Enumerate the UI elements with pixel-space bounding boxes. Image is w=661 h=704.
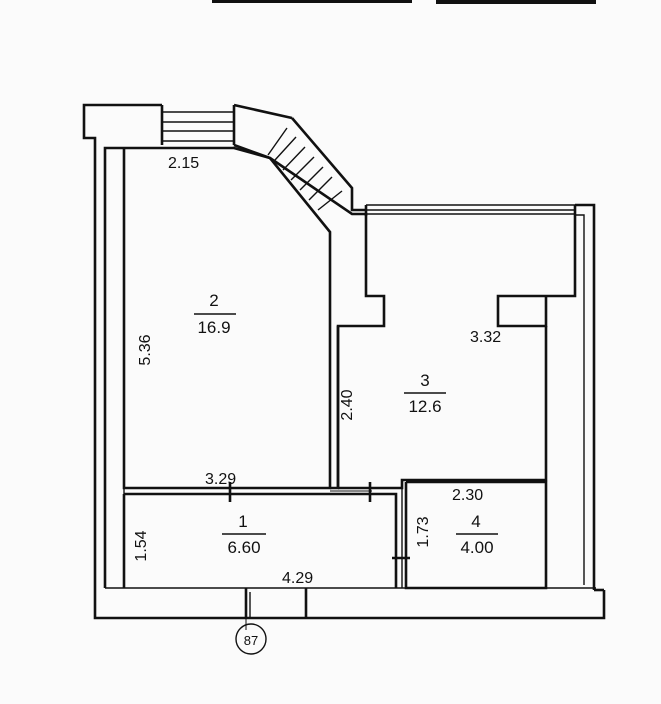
room-4-area: 4.00 [460,538,493,557]
dim-room3-left: 2.40 [339,389,356,420]
room-1-outline [122,488,398,588]
room-1-area: 6.60 [227,538,260,557]
room-3-outline [336,205,577,490]
room-4-number: 4 [471,512,480,531]
room-3-area: 12.6 [408,397,441,416]
window-top-left [160,103,293,145]
dim-room3-top: 3.32 [470,329,501,346]
room-4-label: 4 4.00 [456,512,498,557]
dim-room2-bottom: 3.29 [205,471,236,488]
window-top-right [364,204,575,216]
room-4-outline [401,480,548,590]
room-1-label: 1 6.60 [222,512,266,557]
room-2-label: 2 16.9 [194,291,236,337]
scan-edge-right [436,0,596,4]
room-3-label: 3 12.6 [404,371,446,416]
room-3-number: 3 [420,371,429,390]
outer-walls [82,103,606,620]
dim-room1-bottom: 4.29 [282,570,313,587]
dim-room2-left: 5.36 [137,334,154,365]
room-2-area: 16.9 [197,318,230,337]
building-number-marker: 87 [235,623,267,655]
scan-edge-left [212,0,412,3]
building-number: 87 [244,633,258,648]
dim-room4-left: 1.73 [415,516,432,547]
entrance [244,588,308,630]
window-top-diagonal [233,117,366,212]
room-2-number: 2 [209,291,218,310]
dim-room4-top: 2.30 [452,487,483,504]
door-markers [228,482,410,560]
dim-room1-left: 1.54 [133,530,150,561]
room-1-number: 1 [238,512,247,531]
building-number-circle [235,623,267,655]
dim-room2-top: 2.15 [168,155,199,172]
